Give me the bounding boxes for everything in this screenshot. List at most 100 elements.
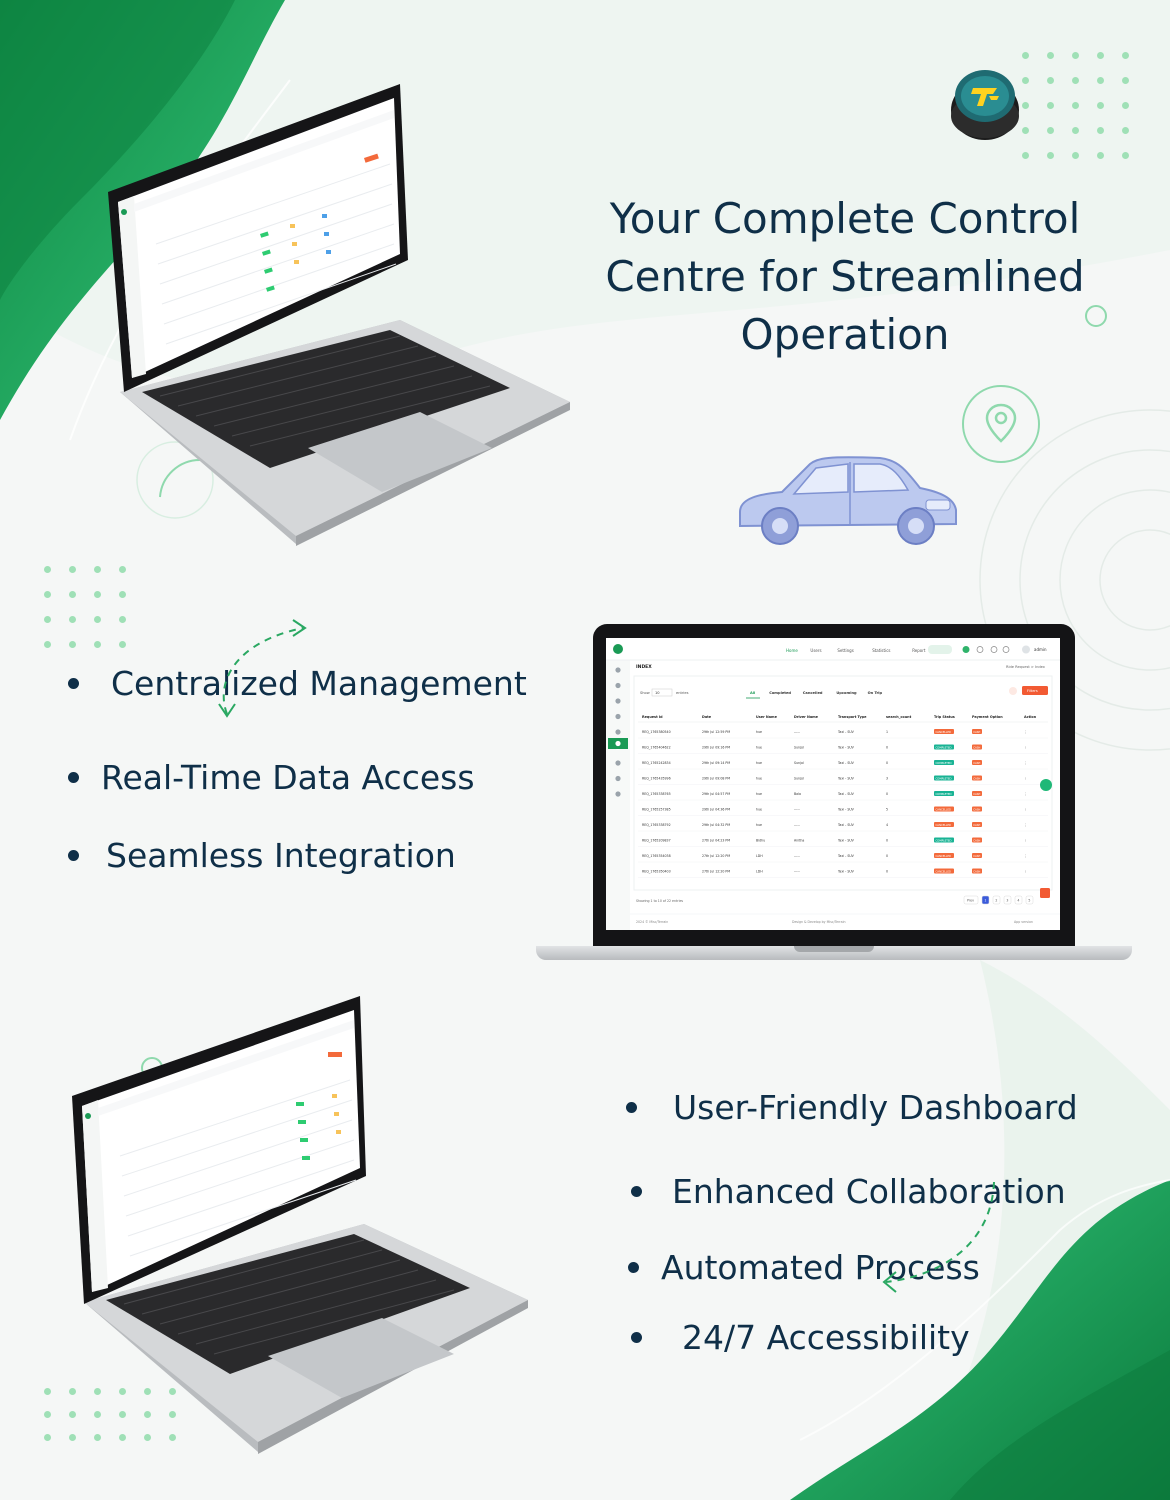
sidebar-icon [615, 775, 621, 782]
table-cell: 0 [886, 792, 888, 796]
table-cell: Taxi - SUV [837, 854, 855, 858]
dot [44, 1411, 51, 1418]
table-card [633, 675, 1053, 891]
dot [119, 566, 126, 573]
table-cell: REQ_1765338765 [642, 792, 671, 796]
table-cell: 0 [886, 870, 888, 874]
table-cell: REQ_1765242834 [642, 761, 671, 765]
table-cell: ⋮ [1024, 730, 1027, 734]
payment-text: CASH [973, 792, 980, 796]
trip-status-text: COMPLETED [936, 761, 952, 765]
trip-status-badge [934, 760, 954, 765]
table-cell: hue [756, 792, 762, 796]
headline-line-2: Centre for Streamlined [605, 252, 1085, 301]
bullet-icon [626, 1102, 637, 1113]
dot [1047, 102, 1054, 109]
table-cell: ⋮ [1024, 823, 1027, 827]
sidebar-icon [615, 729, 621, 735]
breadcrumb: Ride Request > Index [1006, 665, 1046, 669]
dot [1047, 152, 1054, 159]
dot [1072, 77, 1079, 84]
table-cell: 29th Jul 04:32 PM [702, 823, 730, 827]
pagination-item [1025, 895, 1034, 905]
table-cell: 27th Jul 12:20 PM [702, 870, 730, 874]
table-cell: Taxi - SUV [837, 761, 855, 765]
dot [169, 1411, 176, 1418]
pagination-label: 5 [1028, 899, 1030, 903]
sidebar-icon [615, 667, 621, 673]
trip-status-badge [934, 868, 954, 874]
dot [1047, 77, 1054, 84]
feature-label: Centralized Management [111, 664, 527, 703]
table-cell: 27th Jul 04:23 PM [702, 839, 730, 843]
dot [1122, 127, 1129, 134]
bullet-icon [631, 1186, 642, 1197]
dot [1072, 102, 1079, 109]
bullet-icon [68, 678, 79, 689]
show-label: Show [640, 691, 650, 695]
table-cell: hue [756, 761, 762, 765]
column-header: Trip Status [934, 715, 955, 719]
nav-item-settings: Settings [837, 648, 853, 653]
table-cell: ⋮ [1024, 808, 1027, 812]
payment-badge [972, 837, 982, 843]
dot [44, 616, 51, 623]
dot [1072, 127, 1079, 134]
filter-tab-upcoming: Upcoming [836, 691, 857, 695]
payment-badge [972, 853, 982, 858]
avatar [1022, 645, 1030, 654]
table-cell: ⋮ [1024, 839, 1027, 843]
feature-real-time-data-access: Real-Time Data Access [68, 758, 475, 797]
table-cell: REQ_1765435996 [642, 777, 671, 781]
dot [1097, 52, 1104, 59]
laptop-notch [794, 946, 874, 952]
dot [144, 1434, 151, 1441]
filter-tab-all: All [750, 691, 755, 695]
trip-status-badge [934, 744, 954, 750]
table-cell: ----- [794, 823, 800, 827]
table-cell: 3 [886, 777, 888, 781]
footer-center: Design & Develop by Misc/Terrain [792, 920, 846, 924]
column-header: Payment Option [972, 715, 1003, 719]
feature-label: Automated Process [661, 1248, 980, 1287]
table-cell: ⋮ [1024, 746, 1027, 750]
table-cell: Taxi - SUV [837, 870, 855, 874]
nav-item-report: Report [912, 648, 926, 653]
dot [44, 1434, 51, 1441]
payment-badge [972, 775, 982, 781]
dot [1072, 52, 1079, 59]
trip-status-text: CANCELLED [936, 808, 952, 812]
table-cell: 0 [886, 854, 888, 858]
table-cell: Taxi - SUV [837, 730, 855, 734]
filters-button [1022, 686, 1048, 695]
dot [1047, 127, 1054, 134]
dot [69, 616, 76, 623]
trip-status-badge [934, 791, 954, 796]
dot [69, 591, 76, 598]
laptop-mockup-3 [72, 996, 528, 1454]
table-cell: Taxi - SUV [837, 777, 855, 781]
scroll-top-button [1040, 888, 1050, 898]
dot [69, 1411, 76, 1418]
fullscreen-icon [976, 646, 984, 653]
table-cell: 29th Jul 12:59 PM [702, 730, 730, 734]
footer-left: 2024 © Misc/Terrain [636, 920, 668, 924]
table-cell: LDH [756, 854, 763, 858]
dot [119, 1388, 126, 1395]
payment-text: CASH [973, 777, 980, 781]
pagination-item [1003, 895, 1012, 905]
floating-action-button [1040, 779, 1052, 791]
show-value: 10 [655, 691, 660, 695]
dot [69, 566, 76, 573]
dot [94, 1434, 101, 1441]
feature-label: User-Friendly Dashboard [673, 1088, 1078, 1127]
bell-icon [1002, 646, 1010, 653]
dot [1097, 127, 1104, 134]
payment-text: CASH [973, 839, 980, 843]
table-cell: ----- [794, 870, 800, 874]
sidebar-icon [615, 791, 621, 797]
trip-status-badge [934, 729, 954, 734]
laptop-mockup-1 [108, 84, 570, 546]
dot-grid-bottom-left [44, 1388, 176, 1441]
column-header: Date [702, 715, 712, 719]
